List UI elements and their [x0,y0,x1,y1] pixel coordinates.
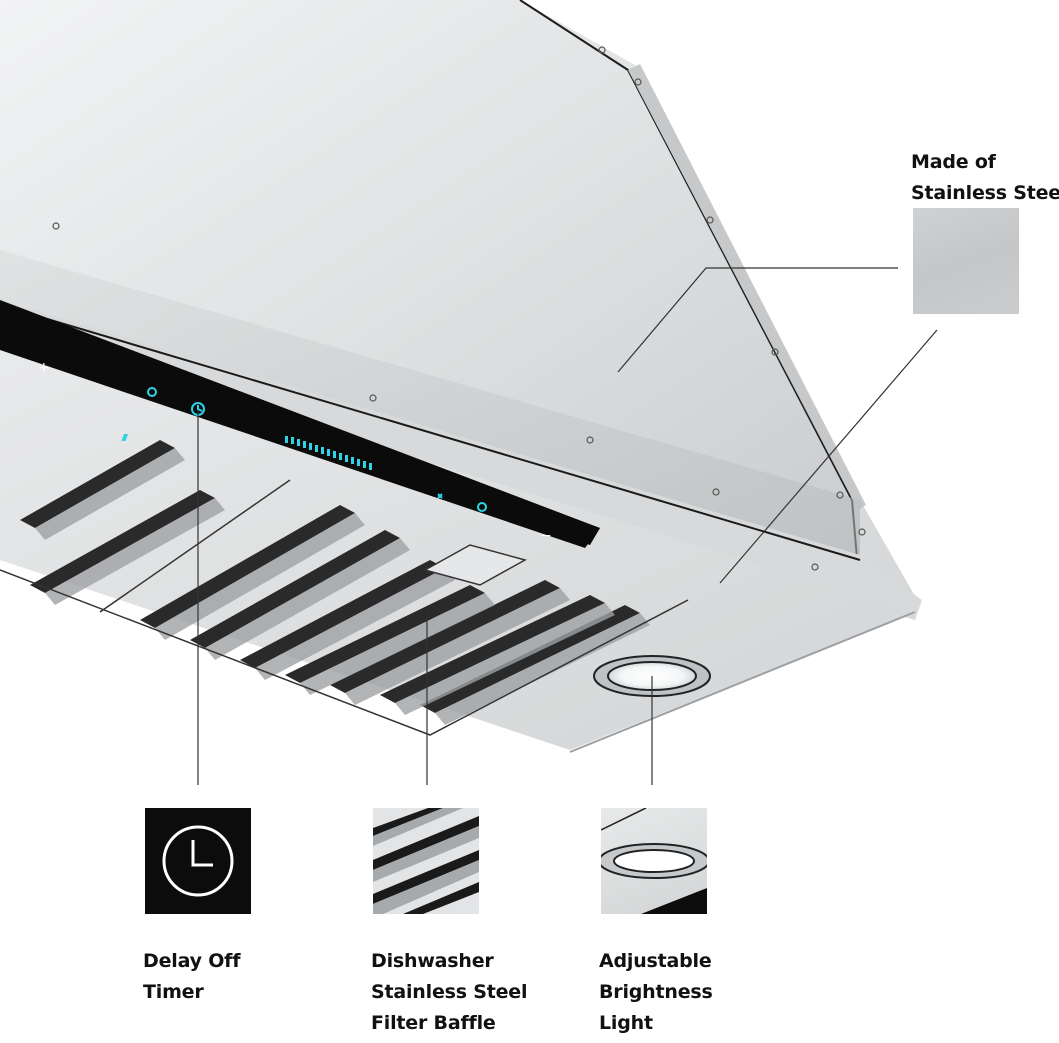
material-callout-label: Made of Stainless Steel [911,147,1059,209]
filter-line-1: Dishwasher [371,950,494,972]
grease-cup [423,544,527,586]
filter-frame [0,569,689,736]
screws [52,46,866,571]
clock-icon [162,825,234,897]
led-light-thumbnail [601,808,707,914]
speed-bar [121,434,129,441]
svg-text:−: − [540,528,552,544]
filter-line-2: Stainless Steel [371,981,528,1003]
clock-icon-thumbnail [145,808,251,914]
light-line-2: Brightness [599,981,713,1003]
light-callout-label: Adjustable Brightness Light [599,946,713,1039]
timer-line-2: Timer [143,981,204,1003]
hood-underside [0,330,915,750]
hood-front-rim [0,300,922,620]
timer-line-1: Delay Off [143,950,241,972]
light-line-3: Light [599,1012,653,1034]
light-line-1: Adjustable [599,950,712,972]
material-line-2: Stainless Steel [911,182,1059,204]
filter-callout-label: Dishwasher Stainless Steel Filter Baffle [371,946,528,1039]
baffle-filter-thumbnail [373,808,479,914]
timer-callout-label: Delay Off Timer [143,946,240,1008]
filter-line-3: Filter Baffle [371,1012,496,1034]
callout-lines [197,267,938,785]
material-line-1: Made of [911,151,996,173]
hood-top-surface [0,0,860,570]
baffle-filters [20,440,640,713]
svg-text:+: + [38,360,50,376]
stainless-steel-swatch [913,208,1019,314]
